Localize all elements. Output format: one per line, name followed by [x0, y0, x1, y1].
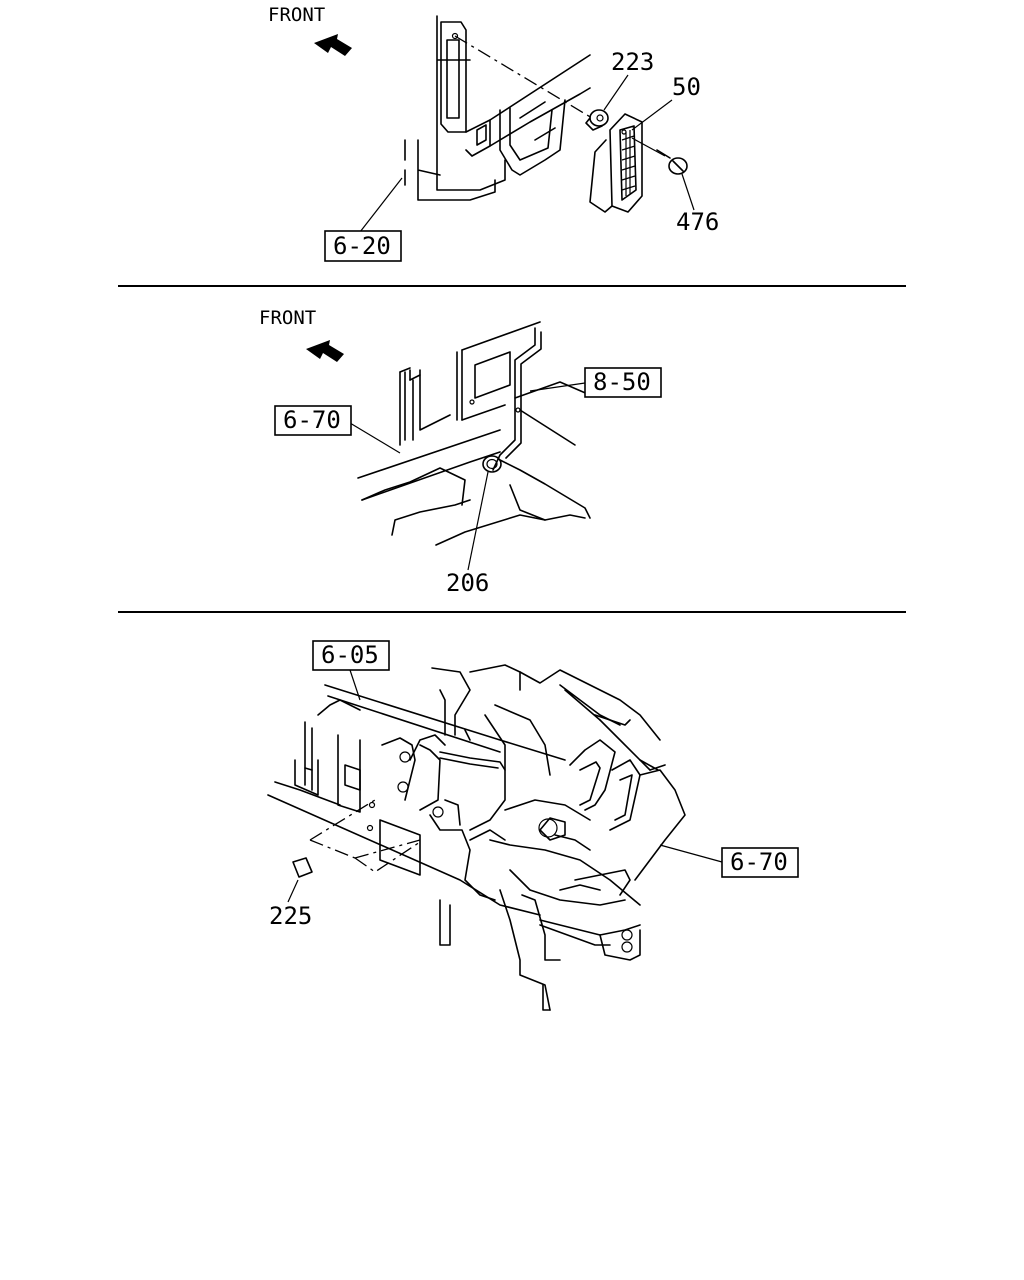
- mount-hole: [397, 781, 409, 793]
- leader-50: [631, 99, 673, 131]
- frame-structure: [357, 321, 591, 546]
- front-label: FRONT: [259, 307, 316, 329]
- ref-box-8-50[interactable]: [584, 367, 662, 398]
- ref-box-6-70[interactable]: [721, 847, 799, 878]
- mount-hole: [368, 801, 376, 809]
- mount-hole: [538, 818, 558, 838]
- ref-label-8-50[interactable]: 8-50: [593, 368, 651, 396]
- mount-hole: [366, 824, 374, 832]
- ref-box-6-70[interactable]: [274, 405, 352, 436]
- callout-206: 206: [446, 569, 489, 597]
- mount-hole: [621, 941, 633, 953]
- panel-3: 6-05 6-70 225: [267, 640, 799, 1011]
- leader-206: [467, 471, 489, 571]
- leader-6-70: [349, 422, 401, 454]
- ref-box-6-20[interactable]: [324, 230, 402, 262]
- leader-dash-223: [454, 35, 593, 119]
- cable-part: [439, 751, 506, 771]
- plug-part: [292, 857, 313, 878]
- leader-8-50: [529, 382, 586, 392]
- front-label: FRONT: [268, 4, 325, 26]
- ref-label-6-70[interactable]: 6-70: [730, 848, 788, 876]
- panel-1: FRONT: [268, 4, 719, 262]
- mount-hole: [469, 399, 475, 405]
- screw-part: [631, 137, 688, 175]
- ref-box-6-05[interactable]: [312, 640, 390, 671]
- leader-6-70: [659, 844, 723, 863]
- ref-label-6-70[interactable]: 6-70: [283, 406, 341, 434]
- grommet-part: [482, 455, 502, 473]
- leader-476: [681, 173, 695, 211]
- cover-grille-part: [589, 113, 643, 213]
- pillar-structure: [404, 15, 591, 201]
- front-arrow-icon: [306, 340, 344, 362]
- leader-6-05: [349, 669, 361, 701]
- front-arrow-icon: [314, 34, 352, 56]
- mount-hole: [432, 806, 444, 818]
- callout-50: 50: [672, 73, 701, 101]
- dash-panel-structure: [267, 664, 686, 1011]
- callout-225: 225: [269, 902, 312, 930]
- mount-hole: [515, 407, 521, 413]
- ref-label-6-05[interactable]: 6-05: [321, 641, 379, 669]
- mount-hole: [451, 32, 459, 40]
- leader-dash-225: [309, 799, 421, 873]
- leader-223: [603, 74, 629, 111]
- mount-hole: [399, 751, 411, 763]
- ref-label-6-20[interactable]: 6-20: [333, 232, 391, 260]
- callout-223: 223: [611, 48, 654, 76]
- leader-225: [287, 879, 299, 903]
- clip-part: [585, 109, 609, 131]
- leader-6-20: [359, 177, 403, 233]
- panel-2: FRONT: [259, 307, 662, 597]
- mount-hole: [621, 929, 633, 941]
- callout-476: 476: [676, 208, 719, 236]
- pipe-part: [492, 327, 542, 471]
